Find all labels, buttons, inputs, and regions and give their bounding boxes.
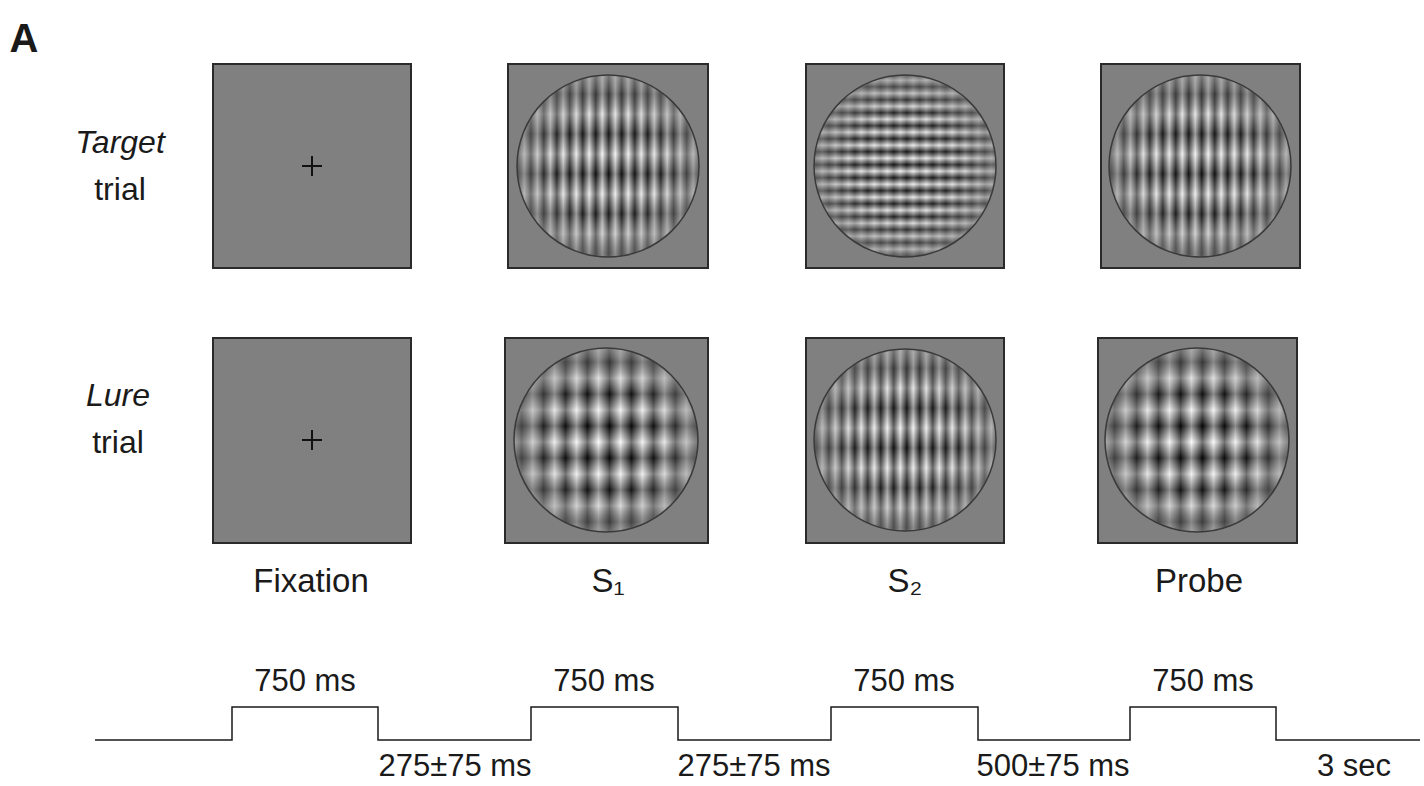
interval-label: 275±75 ms [378, 749, 531, 783]
fixation-screen [213, 338, 411, 543]
column-label: S₁ [591, 563, 624, 599]
column-label: Fixation [253, 563, 369, 599]
fixation-screen [213, 64, 411, 268]
row-label: Lure [86, 378, 150, 413]
row-label: trial [94, 172, 146, 207]
duration-label: 750 ms [553, 664, 655, 698]
grating-stimulus [508, 64, 708, 268]
row-label: trial [92, 425, 144, 460]
interval-label: 275±75 ms [677, 749, 830, 783]
column-label: Probe [1155, 563, 1243, 599]
panel-letter: A [10, 16, 39, 60]
interval-label: 500±75 ms [976, 749, 1129, 783]
grating-stimulus [1098, 338, 1297, 543]
duration-label: 750 ms [1152, 664, 1254, 698]
column-label: S₂ [888, 563, 923, 599]
grating-stimulus [806, 338, 1004, 543]
row-label: Target [75, 125, 165, 160]
timeline-trace [95, 707, 1420, 740]
interval-label: 3 sec [1317, 749, 1391, 783]
grating-stimulus [505, 338, 708, 543]
duration-label: 750 ms [254, 664, 356, 698]
grating-stimulus [1101, 64, 1300, 268]
grating-stimulus [806, 64, 1004, 268]
duration-label: 750 ms [853, 664, 955, 698]
